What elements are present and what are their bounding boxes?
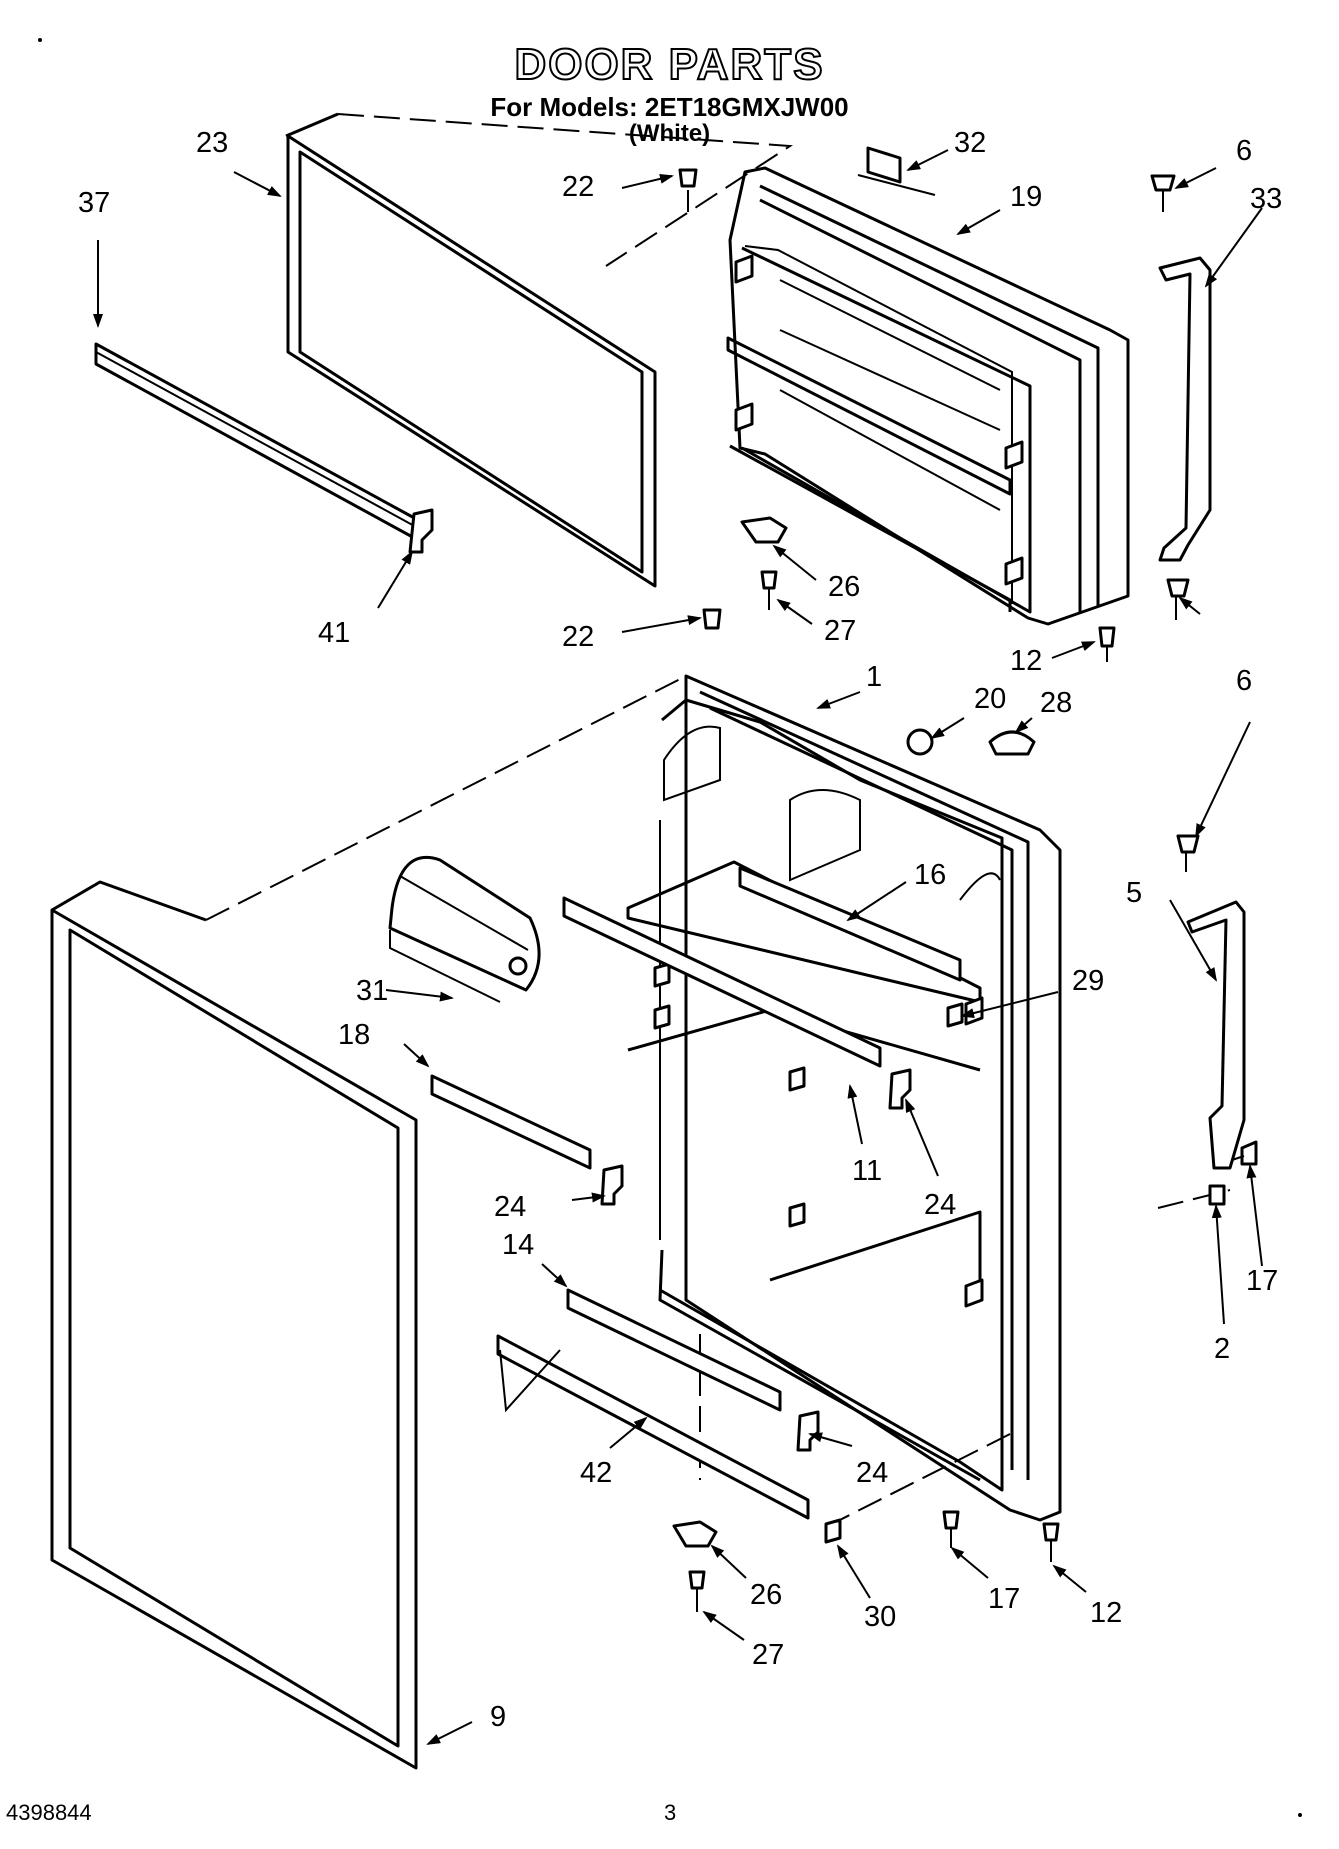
models-line: For Models: 2ET18GMXJW00 <box>490 92 849 122</box>
callout-28: 28 <box>1040 687 1072 719</box>
callout-1: 1 <box>866 661 882 693</box>
freezer-door <box>726 166 1130 626</box>
fresh-food-door <box>626 674 1062 1522</box>
dairy-compartment-door <box>388 855 541 1003</box>
plug-mid <box>702 608 722 630</box>
door-bar-14 <box>566 1288 782 1412</box>
shelf-rail-16 <box>738 866 962 982</box>
callout-42: 42 <box>580 1457 612 1489</box>
callout-37: 37 <box>78 187 110 219</box>
callout-arrows <box>93 149 1263 1745</box>
callout-5: 5 <box>1126 877 1142 909</box>
callout-26-bottom: 26 <box>750 1579 782 1611</box>
freezer-door-trim <box>94 342 434 554</box>
callout-23: 23 <box>196 127 228 159</box>
freezer-door-gasket <box>285 112 794 588</box>
callout-41: 41 <box>318 617 350 649</box>
page-number: 3 <box>664 1800 677 1825</box>
callout-31: 31 <box>356 975 388 1007</box>
callout-27-top: 27 <box>824 615 856 647</box>
callout-6-mid: 6 <box>1236 665 1252 697</box>
callout-12-top: 12 <box>1010 645 1042 677</box>
callout-26-top: 26 <box>828 571 860 603</box>
callout-19: 19 <box>1010 181 1042 213</box>
color-line: (White) <box>628 120 711 147</box>
callout-24-right: 24 <box>924 1189 956 1221</box>
callout-11: 11 <box>852 1155 882 1187</box>
callout-24-bottom: 24 <box>856 1457 888 1489</box>
callout-6-top: 6 <box>1236 135 1252 167</box>
callout-32: 32 <box>954 127 986 159</box>
callout-24-left: 24 <box>494 1191 526 1223</box>
plug-28 <box>988 730 1036 756</box>
callout-labels: 23 37 22 32 6 19 33 41 26 27 22 12 1 20 … <box>78 127 1282 1733</box>
callout-9: 9 <box>490 1701 506 1733</box>
freezer-hinge-bracket <box>740 516 788 544</box>
part-20 <box>906 728 934 756</box>
door-bar-18 <box>430 1074 592 1170</box>
top-hinge <box>1150 174 1212 620</box>
lower-hinge <box>1176 834 1258 1206</box>
callout-14: 14 <box>502 1229 534 1261</box>
door-bar-42 <box>496 1334 810 1520</box>
callout-27-bottom: 27 <box>752 1639 784 1671</box>
callout-16: 16 <box>914 859 946 891</box>
callout-18: 18 <box>338 1019 370 1051</box>
callout-22-mid: 22 <box>562 621 594 653</box>
fresh-food-door-gasket <box>50 880 418 1770</box>
door-bar-11 <box>562 896 882 1068</box>
callout-12-bottom: 12 <box>1090 1597 1122 1629</box>
callout-20: 20 <box>974 683 1006 715</box>
document-number: 4398844 <box>6 1800 92 1825</box>
callout-17-bottom: 17 <box>988 1583 1020 1615</box>
callout-29: 29 <box>1072 965 1104 997</box>
page-title: DOOR PARTS <box>513 39 825 90</box>
callout-22-top: 22 <box>562 171 594 203</box>
plug-top <box>678 168 698 188</box>
callout-17-right: 17 <box>1246 1265 1278 1297</box>
callout-30: 30 <box>864 1601 896 1633</box>
callout-2: 2 <box>1214 1333 1230 1365</box>
callout-33: 33 <box>1250 183 1282 215</box>
label-32 <box>866 146 902 184</box>
